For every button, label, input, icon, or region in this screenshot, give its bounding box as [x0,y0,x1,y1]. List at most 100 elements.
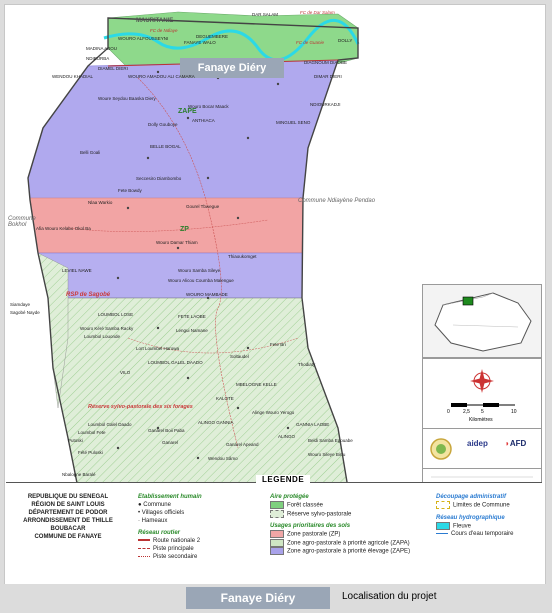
aidep-logo: aidep [467,439,488,448]
village-label: FANAYE WALO [184,40,216,45]
village-label: NDIOURKADJI [310,102,341,107]
village-label: WOURO ALFOUSSEYNI [118,36,169,41]
admin-line: COMMUNE DE FANAYE [34,534,102,540]
road-main [137,77,239,449]
village-label: DOLLY [338,38,353,43]
village-label: NDIEURBA [86,56,110,61]
village-label: Loumbol Fete [78,430,106,435]
seal-icon [430,438,452,460]
scale-unit: Kilomètres [469,417,493,423]
village-label: Seccesiro Diambombo [136,176,182,181]
village-label: Thodiaty [298,362,316,367]
village-label: Ganarel Boii Paba [148,428,185,433]
compass-svg [451,369,515,407]
etab-item: · Hameaux [138,518,168,524]
north-arrow-scale: 0 2,5 5 10 Kilomètres [422,358,542,430]
village-label: WOURO MAMBADE [186,292,228,297]
village-label: Ganarel Apeand [226,442,259,447]
hydro-item: Fleuve [436,521,540,531]
village-label: Loumbol Galel Daado [88,422,132,427]
admin-line: DÉPARTEMENT DE PODOR [28,510,108,516]
reseau-item: Piste secondaire [138,553,256,561]
label-fc-ndiaye: FC de Ndiaye [150,28,178,33]
aire-item: Forêt classée [270,501,430,510]
admin-block: REPUBLIQUE DU SENEGAL RÉGION DE SAINT LO… [8,493,128,541]
village-label: Fete Bowdy [118,188,142,193]
afd-logo: ◗AFD [505,439,527,448]
village-label: Fété Puloski [78,450,103,455]
usage-item: Zone agro-pastorale à priorité agricole … [270,538,430,548]
village-label: Lengui Namane [176,328,208,333]
village-label: Wouro Alicou Coumba Malengue [168,278,234,283]
usage-item: Zone agro-pastorale à priorité élevage (… [270,547,430,556]
village-label: Woure Seydou Baaska Diery [98,96,156,101]
village-label: Wouro Damar Thiam [156,240,198,245]
label-dar-salam: DAR SALAM [252,12,279,17]
village-label: Wouro Sileye Birru [308,452,346,457]
village-label: Dolly Gouboye [148,122,178,127]
partner-logos: aidep ◗AFD [422,428,542,470]
scale-tick-0: 0 [447,409,450,415]
village-label: KALOTE [216,396,234,401]
legend-usages: Aire protégée Forêt classée Réserve sylv… [270,493,430,556]
legend-etablissement: Etablissement humain ● Commune • Village… [138,493,256,561]
scale-tick-2: 5 [481,409,484,415]
etab-item: ● Commune [138,502,171,508]
etab-head: Etablissement humain [138,494,202,500]
village-label: Gourel Tbwegue [186,204,220,209]
village-dots [116,70,290,460]
village-label: ANTHIACA [192,118,215,123]
map-title-badge: Fanaye Diéry [180,58,284,78]
village-label: Wouro Kéré Samba Racky [80,326,134,331]
zone-label-rsp: RSP de Sagobé [66,292,111,298]
inset-svg [434,292,532,352]
village-label: MBELOGNE KELLE [236,382,277,387]
commune-map: Fanaye Diéry MAURITANIE DAR SALAM FC de … [8,8,414,492]
village-label: Beldi Samba Egouabe [308,438,353,443]
village-label: Fete Bri [270,342,286,347]
reseau-item: Piste principale [138,545,256,553]
aire-head: Aire protégée [270,494,309,500]
village-label: Putoski [68,438,83,443]
scale-tick-3: 10 [511,409,517,415]
village-label: GANNIA LAOBE [296,422,330,427]
hydro-head: Réseau hydrographique [436,514,505,521]
village-label: LOUMBOL LOSE [98,312,134,317]
label-fc-dar-salam: FC de Dar Salam [300,10,335,15]
village-label: Alinge Wouro Yerogo [252,410,295,415]
legend-admin-hydro: Découpage administratif Limites de Commu… [436,493,540,538]
zone-label-zape: ZAPE [178,108,197,115]
village-label: Nlaa Warkio [88,200,113,205]
village-label: FETE LAOBE [178,314,206,319]
admin-line: REPUBLIQUE DU SENEGAL [27,494,109,500]
village-label: ALINGO GANNIA [198,420,234,425]
village-label: WOURO AMADOU ALI CAMARA [128,74,195,79]
village-label: Loumbol Louonde [84,334,121,339]
village-label: DIAGNOUM DIAOBE [304,60,348,65]
village-label: MINGUEL SENO [276,120,311,125]
reseau-head: Réseau routier [138,530,181,536]
village-label: ALINGO [278,434,296,439]
decoupage-head: Découpage administratif [436,494,507,500]
village-label: Lort Loumbel Harowa [136,346,180,351]
village-label: Afia Wouro Kelabo Okol Ba [36,226,91,231]
village-label: WENDOU KHADIAL [52,74,94,79]
label-commune-bokhol: Commune Bokhol [8,216,36,228]
village-label: Wendou Sâmo [208,456,238,461]
village-label: Wouro Samba Sileye [178,268,221,273]
zone-label-zp: ZP [180,226,189,233]
label-mauritanie: MAURITANIE [136,18,174,24]
village-label: Soltaudel [230,354,249,359]
hydro-item: Cours d'eau temporaire [436,530,540,538]
footer-title-badge: Fanaye Diéry [186,587,330,609]
map-svg [8,8,414,492]
road-secondary-2 [127,337,299,354]
admin-line: ARRONDISSEMENT DE THILLE BOUBACAR [23,518,113,532]
village-label: BELLE BOGAL [150,144,181,149]
reseau-item: Route nationale 2 [138,537,256,545]
legend-title: LEGENDE [256,475,311,484]
village-label: Thiaoukomget [228,254,257,259]
decoupage-item: Limites de Commune [436,501,540,510]
footer-caption: Localisation du projet [342,591,437,602]
village-label: Sagobé Nayde [10,310,40,315]
